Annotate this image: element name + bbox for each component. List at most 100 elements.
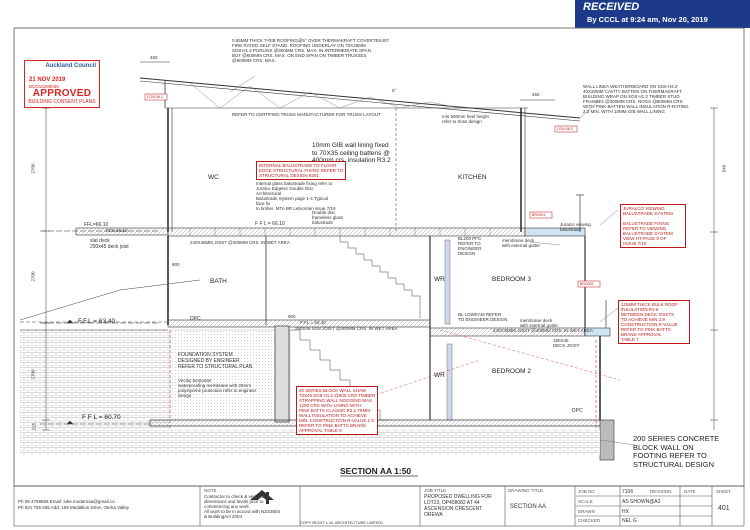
block-wall-footing: [599, 419, 615, 461]
roofing-note: 0.55MM THICK T-RIB ROOFING@5° OVER THERM…: [232, 38, 389, 63]
room-bedroom2: BEDROOM 2: [492, 368, 532, 375]
joist-label2: 290X45 SG8 JOIST @400MM CRS. IN WET AREA: [295, 326, 398, 331]
insulation-note: 125MM THICK BULK ROOF INSULATION R3.6 BE…: [618, 300, 690, 344]
dim-900b: 900: [172, 262, 180, 267]
lower-deck: [584, 327, 611, 337]
slat-deck-note: slat deck 290x45 deck joist: [90, 238, 129, 250]
room-wr2: WR: [434, 372, 445, 379]
double-disc-note: Double disc frameless glass balustrade: [312, 210, 344, 225]
dim-900: 900: [288, 314, 296, 319]
dim-2700b: 2700: [30, 271, 36, 282]
tag-t4: BRG001: [532, 213, 546, 217]
tag-t3: BRG003: [580, 282, 594, 286]
right-dimension: [710, 107, 718, 430]
room-bath: BATH: [210, 278, 227, 285]
received-banner: RECEIVED By CCCL at 9:24 am, Nov 20, 201…: [575, 0, 750, 28]
membrane-deck2-note: membrane deck with external gutter: [520, 318, 559, 328]
room-kitchen: KITCHEN: [458, 174, 487, 181]
received-title: RECEIVED: [583, 1, 640, 13]
room-wc: WC: [208, 174, 219, 181]
contact-info: Ph 09 4759599 Email: luke.modernaa@gmail…: [18, 499, 129, 510]
job-no: 7106: [622, 489, 634, 495]
sheet-number: 401: [718, 505, 730, 512]
drawing-title-header: DRAWING TITLE: [508, 488, 544, 493]
scale: AS SHOWN@A3: [622, 499, 661, 505]
juralco-viewing-note: JURALCO VIEWING BALUSTRADE SYSTEM BALUST…: [620, 204, 686, 248]
note-text: Contractor to check & verify all dimensi…: [204, 494, 281, 519]
company-logo-icon: [250, 490, 274, 504]
internal-balustrade-note: INTERNAL BALUSTRADE TO FLOOR EDGE STRUCT…: [256, 161, 347, 180]
ceiling-note: 10mm GIB wall lining fixed to 70X35 ceil…: [312, 142, 391, 164]
stamp-label: BUILDING CONSENT PLANS: [28, 99, 96, 105]
juralco-note: Juralco viewing balustrade: [560, 222, 591, 232]
series200-note: 200 SERIES CONCRETE BLOCK WALL ON FOOTIN…: [633, 434, 720, 469]
vircky-note: Virclay bentonite waterproofing membrane…: [178, 378, 257, 398]
section-title: SECTION AA 1:50: [340, 466, 412, 476]
top-dimension: [140, 61, 555, 101]
drawing-title: SECTION AA: [510, 504, 547, 510]
level-ffl-6340: F.F.L = 63.40: [78, 318, 116, 325]
dim-450b: 450: [532, 92, 540, 97]
truss-webs: [189, 82, 461, 109]
wr-closet: [444, 239, 451, 325]
drawn-label: DRAWN: [578, 509, 595, 514]
level-markers: [40, 230, 160, 425]
job-title: PROPOSED DWELLING FOR LOT23, DP408082 AT…: [424, 494, 492, 518]
council-logo: Auckland Council: [45, 63, 96, 69]
dim-225: 225: [31, 422, 37, 431]
level-ffl-top: FFL=66.10: [84, 222, 109, 228]
truss-note: REFER TO CERTIFIED TRUSS MANUFACTURER FO…: [232, 112, 381, 117]
received-subtitle: By CCCL at 9:24 am, Nov 20, 2019: [587, 15, 708, 24]
tag-t2: CON-06-2: [557, 127, 573, 131]
company-name: COPY RIGHT L.W. ARCHITECTURE LIMITED: [300, 520, 383, 525]
ground-left: [20, 330, 170, 430]
wall-linea-note: WALL LINEA WEATHERBOARD ON SG8 H3.2 40X2…: [583, 84, 689, 114]
level-ffl-mid: F F L = 66.10: [255, 221, 285, 227]
level-ffl-6070: F F L = 60.70: [82, 414, 121, 421]
deck-joist-note: 190X45 DECK JOIST: [553, 338, 580, 348]
block-wall-note: 20 SERIES BLOCK WALL SHAW 70X45 SG8 H1.2…: [296, 386, 379, 435]
checked: NEL G: [622, 518, 637, 524]
ground-slope: [19, 279, 201, 321]
room-wr1: WR: [434, 276, 445, 283]
note-header: NOTE: [204, 488, 217, 493]
membrane-deck-note: membrane deck with external gutter: [502, 238, 541, 248]
left-dimension: [42, 107, 50, 431]
right-deck: [524, 227, 586, 237]
level-ffl-small: F.F.L = 63.40: [300, 320, 326, 325]
dim-2700a: 2700: [30, 163, 36, 174]
stamp-ref: BCO10298039: [29, 84, 59, 89]
stamp-date: 21 NOV 2019: [29, 77, 66, 83]
dim-2700c: 2700: [30, 369, 36, 380]
tag-t1: CON-06-1: [147, 95, 163, 99]
upper-floor: [167, 227, 526, 237]
sheet-label: SHEET: [716, 489, 732, 494]
level-fdk: FDK 66.10: [106, 228, 128, 233]
left-deck: [75, 227, 169, 236]
scale-label: SCALE: [578, 499, 593, 504]
title-block: [13, 485, 745, 527]
dim-450a: 450: [150, 55, 158, 60]
bl200-note: BL200 PFC REFER TO ENGINEER DESIGN: [458, 236, 482, 256]
bl-beam-note: BL LOWEAM REFER TO ENGINEER DESIGN: [458, 312, 508, 322]
foundation-note: FOUNDATION SYSTEM DESIGNED BY ENGINEER R…: [178, 352, 253, 370]
job-title-header: JOB TITLE: [424, 488, 447, 493]
joist-label3: 240X45MM JOIST @400MM CRS. IN WET AREA: [493, 328, 593, 333]
fill-zone: [169, 329, 291, 421]
job-no-label: JOB NO: [578, 489, 595, 494]
retaining-wall: [274, 325, 290, 423]
revision-label: REVISION: [650, 489, 672, 494]
level-dpc2: DPC: [572, 408, 583, 414]
stair: [339, 236, 421, 318]
leaders: [229, 75, 636, 446]
dim-5deg: 5°: [392, 88, 397, 93]
revision-date: DATE: [684, 489, 696, 494]
checked-label: CHECKED: [578, 518, 601, 523]
heel-note: min 500mm heel height refer to truss des…: [442, 114, 489, 124]
glass-balustrade-note: Internal glass balustrade fixing refer t…: [256, 181, 336, 211]
roof-line: [139, 77, 581, 119]
approval-stamp: Auckland Council 21 NOV 2019 BCO10298039…: [24, 60, 100, 108]
level-dpc1: DPC: [190, 316, 201, 322]
dim-540: 540: [721, 164, 727, 173]
